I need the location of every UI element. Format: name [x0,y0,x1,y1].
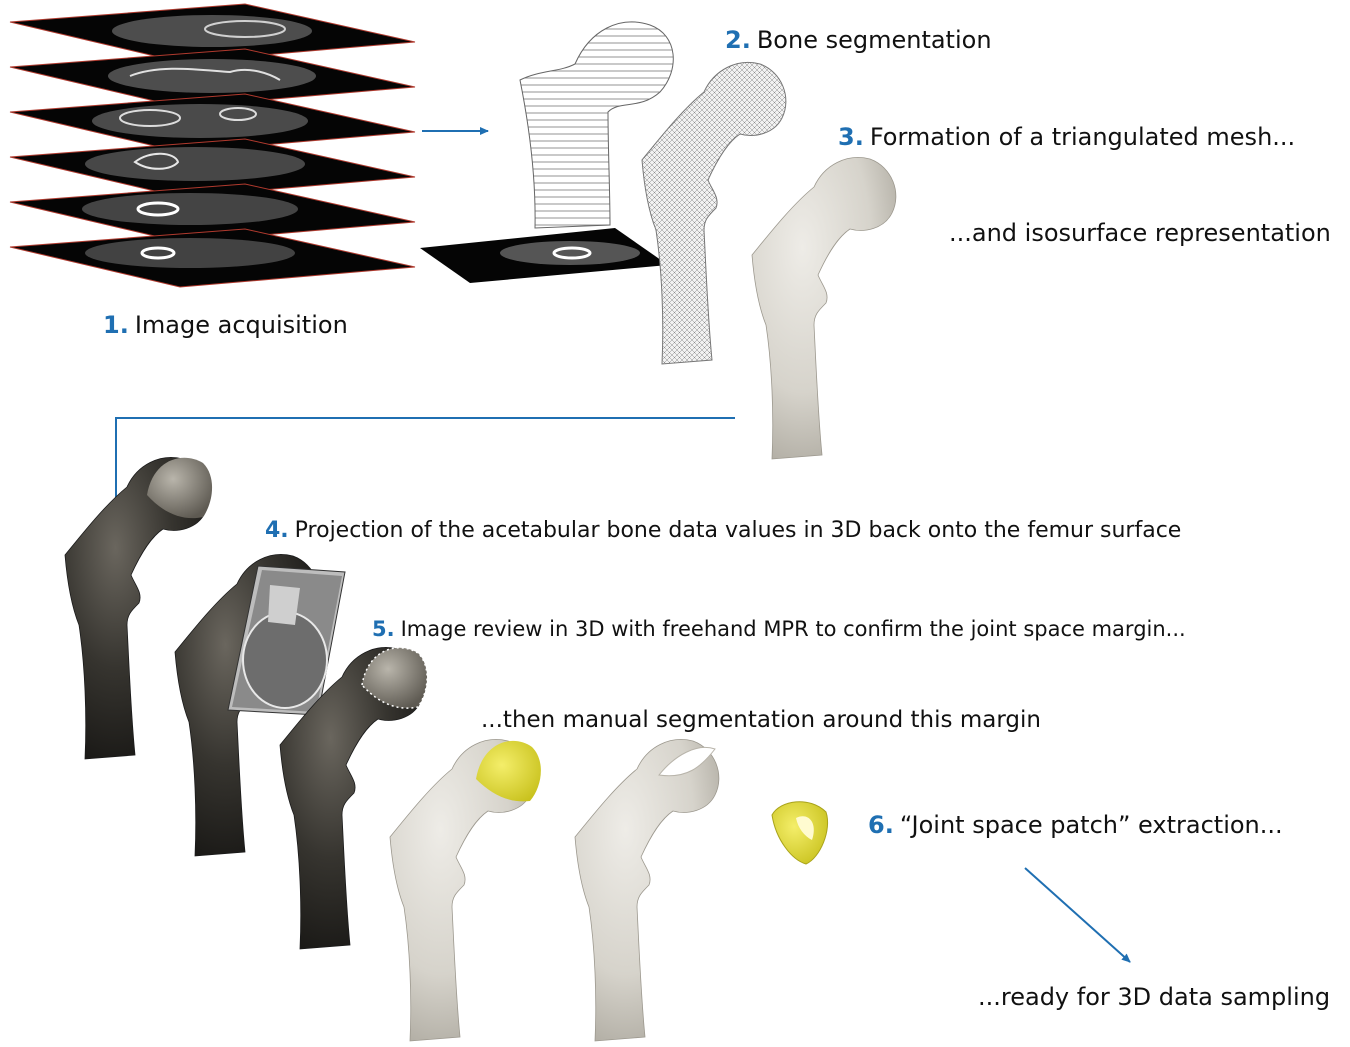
ct-slice [9,48,416,108]
joint-space-patch [771,801,829,865]
ct-slice [9,3,416,63]
step-2-number: 2. [725,26,751,54]
step-3b-text: ...and isosurface representation [949,219,1331,247]
step-2-text: Bone segmentation [756,26,992,54]
step-3-text: Formation of a triangulated mesh... [869,123,1296,151]
step-3-label: 3.Formation of a triangulated mesh... [838,125,1295,149]
step-5b-label: ...then manual segmentation around this … [481,709,1041,732]
step-3b-label: ...and isosurface representation [949,221,1331,245]
ct-slice [9,93,416,153]
step-6-number: 6. [868,811,894,839]
step-4-label: 4.Projection of the acetabular bone data… [265,520,1181,542]
step-1-number: 1. [103,311,129,339]
step-5-text: Image review in 3D with freehand MPR to … [400,617,1186,641]
arrow-extraction-to-sampling [1024,867,1131,963]
step-4-number: 4. [265,518,289,543]
step-5-number: 5. [372,617,395,641]
ct-slice-stack [9,3,416,288]
step-6b-label: ...ready for 3D data sampling [978,985,1330,1009]
step-3-number: 3. [838,123,864,151]
step-6-label: 6.“Joint space patch” extraction... [868,813,1283,837]
step-1-label: 1.Image acquisition [103,313,348,337]
projected-femur [64,456,213,760]
mpr-plane [227,565,346,716]
femur-patch-removed [574,738,720,1042]
step-6-text: “Joint space patch” extraction... [899,811,1283,839]
step-5-label: 5.Image review in 3D with freehand MPR t… [372,619,1186,640]
arrow-isosurface-to-projection [112,417,735,517]
step-4-text: Projection of the acetabular bone data v… [294,518,1182,543]
step-6b-text: ...ready for 3D data sampling [978,983,1331,1011]
femur-with-patch [389,738,541,1042]
isosurface-femur [751,156,897,460]
step-2-label: 2.Bone segmentation [725,28,992,52]
segmentation-contours [420,21,674,283]
ct-slice [9,183,416,243]
manual-segmentation-femur [279,646,428,950]
ct-slice [9,228,416,288]
ct-slice [9,138,416,198]
step-1-text: Image acquisition [134,311,348,339]
step-5b-text: ...then manual segmentation around this … [481,707,1041,733]
